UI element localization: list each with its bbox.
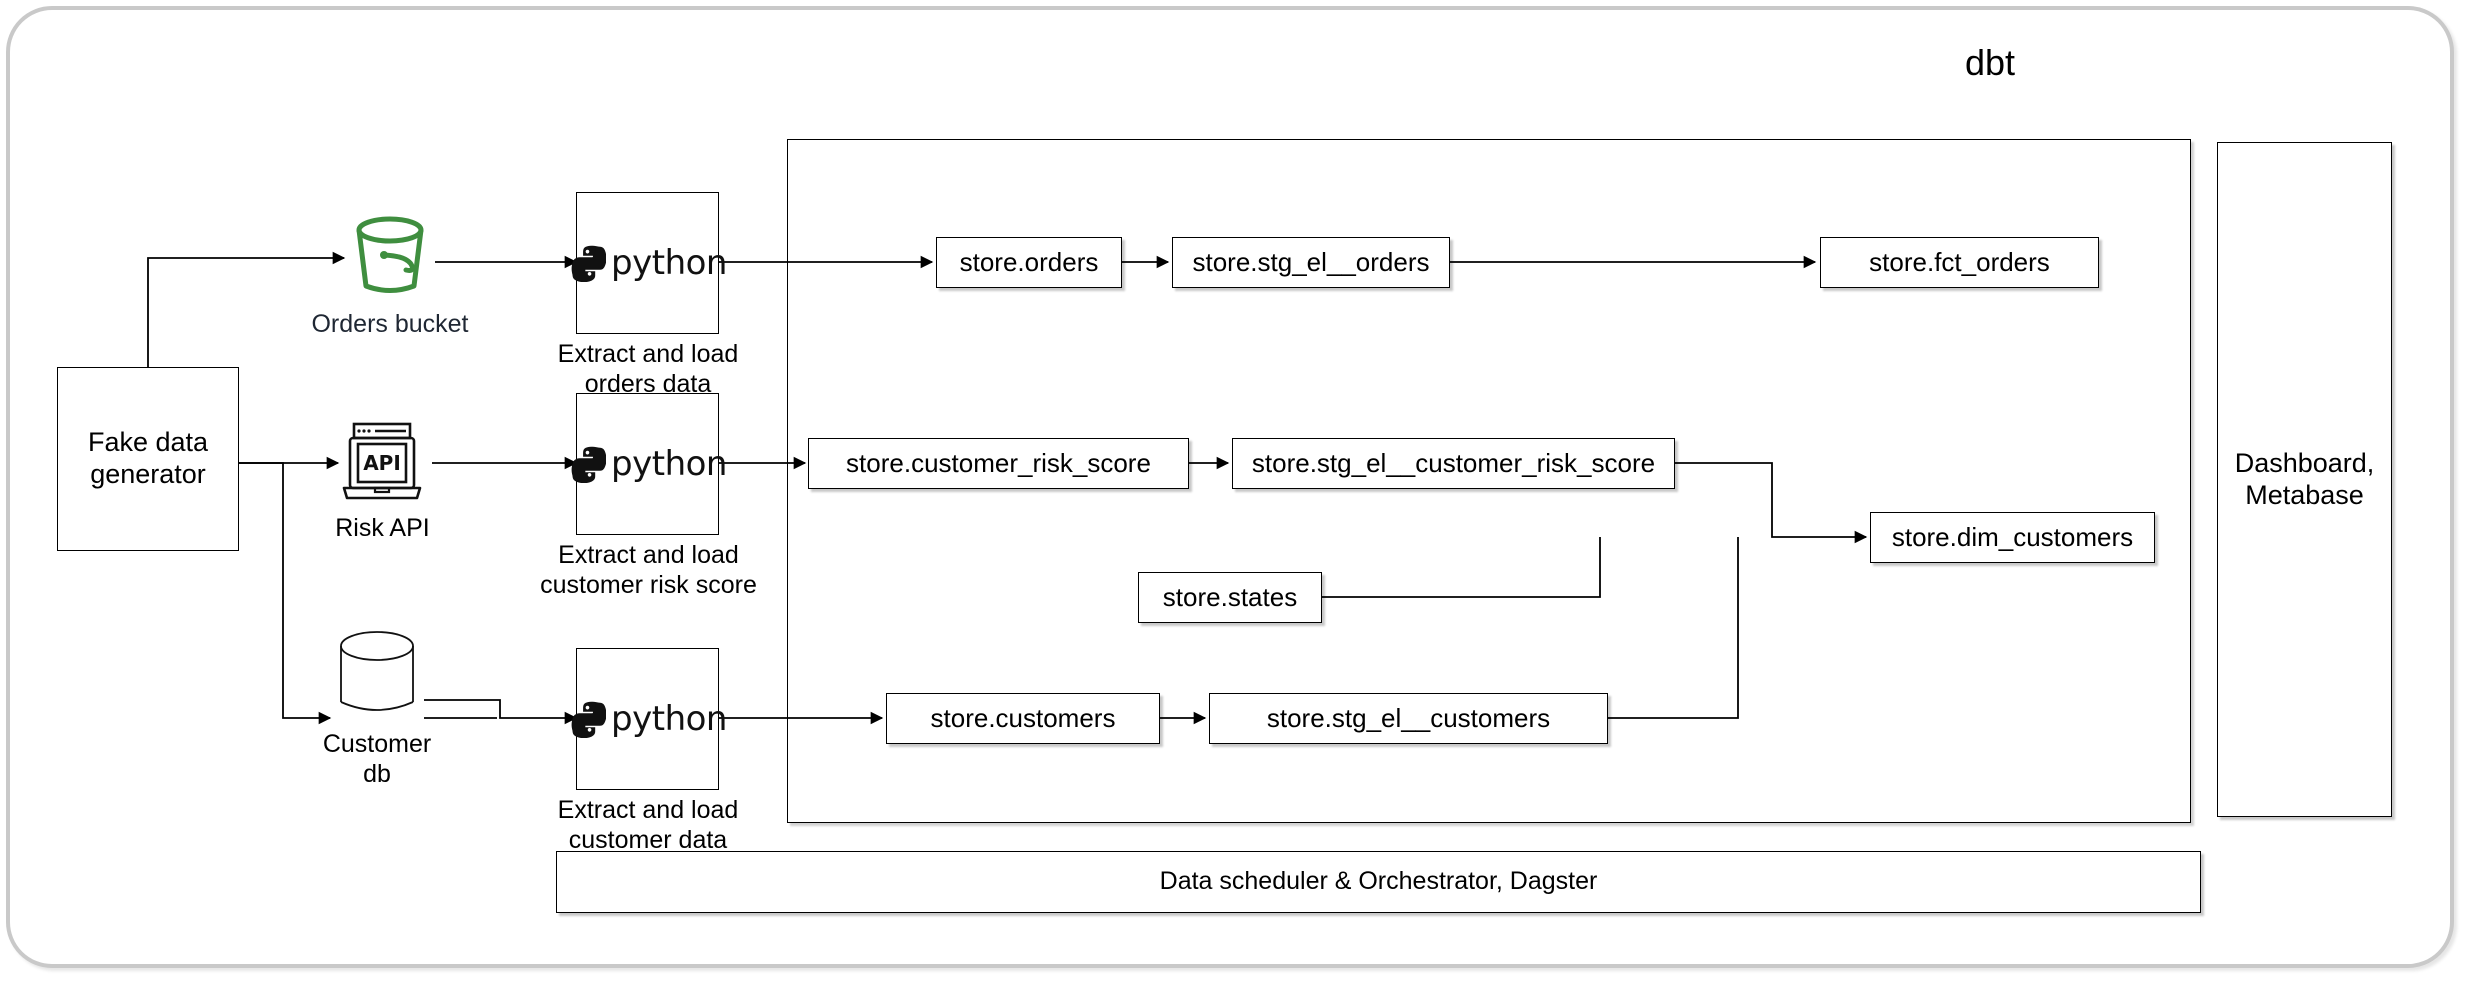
el-customers-caption-line1: Extract and load	[557, 796, 739, 824]
model-store-stg-el-orders[interactable]: store.stg_el__orders	[1172, 237, 1450, 288]
svg-text:API: API	[363, 451, 401, 475]
dashboard-metabase-node[interactable]: Dashboard, Metabase	[2217, 142, 2392, 817]
el-risk-caption-line2: customer risk score	[540, 570, 757, 599]
el-orders-caption-line1: Extract and load	[557, 340, 739, 368]
api-laptop-icon[interactable]: API	[338, 418, 426, 506]
model-store-dim-customers[interactable]: store.dim_customers	[1870, 512, 2155, 563]
dashboard-line1: Dashboard,	[2234, 447, 2375, 478]
el-orders-caption-line2: orders data	[584, 369, 712, 398]
model-store-stg-el-customer-risk-score[interactable]: store.stg_el__customer_risk_score	[1232, 438, 1675, 489]
python-logo-word: python	[611, 699, 727, 739]
python-logo	[568, 700, 607, 738]
fake-data-generator-line2: generator	[90, 459, 206, 489]
customer-db-caption: Customer db	[272, 730, 482, 789]
database-cylinder-icon[interactable]	[330, 628, 424, 728]
el-customers-caption-line2: customer data	[568, 825, 728, 854]
dashboard-line2: Metabase	[2245, 479, 2364, 510]
el-orders-caption: Extract and load orders data	[508, 340, 788, 399]
model-store-orders[interactable]: store.orders	[936, 237, 1122, 288]
fake-data-generator-node[interactable]: Fake data generator	[57, 367, 239, 551]
python-logo-word: python	[611, 444, 727, 484]
el-customers-node[interactable]: python	[571, 648, 727, 790]
el-risk-caption-line1: Extract and load	[558, 541, 739, 569]
el-risk-caption: Extract and load customer risk score	[496, 541, 801, 600]
dbt-title: dbt	[1964, 42, 2016, 83]
el-orders-node[interactable]: python	[571, 192, 727, 334]
model-store-customer-risk-score[interactable]: store.customer_risk_score	[808, 438, 1189, 489]
model-store-fct-orders[interactable]: store.fct_orders	[1820, 237, 2099, 288]
risk-api-caption: Risk API	[335, 514, 430, 542]
customer-db-caption-line2: db	[363, 759, 391, 788]
python-logo	[568, 445, 607, 483]
model-store-states[interactable]: store.states	[1138, 572, 1322, 623]
python-logo-word: python	[611, 243, 727, 283]
orders-bucket-caption: Orders bucket	[311, 310, 469, 338]
bucket-icon[interactable]	[344, 208, 436, 300]
el-customers-caption: Extract and load customer data	[508, 796, 788, 855]
model-store-stg-el-customers[interactable]: store.stg_el__customers	[1209, 693, 1608, 744]
orchestrator-bar[interactable]: Data scheduler & Orchestrator, Dagster	[556, 851, 2201, 913]
python-logo	[568, 244, 607, 282]
customer-db-caption-line1: Customer	[322, 730, 432, 758]
fake-data-generator-line1: Fake data	[87, 427, 209, 458]
model-store-customers[interactable]: store.customers	[886, 693, 1160, 744]
el-risk-node[interactable]: python	[571, 393, 727, 535]
